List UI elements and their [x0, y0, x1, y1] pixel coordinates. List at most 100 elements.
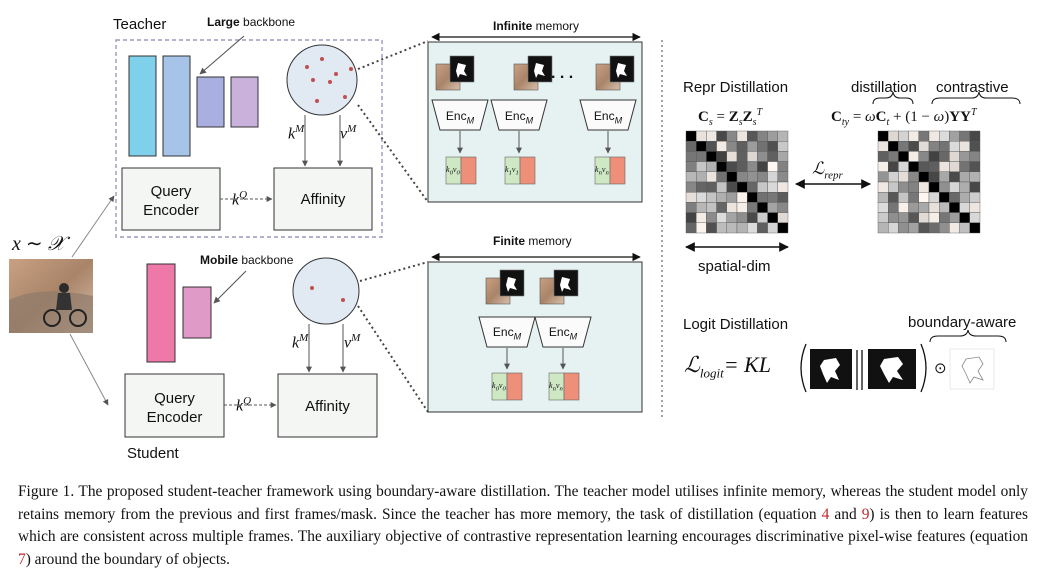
teacher-query-encoder-box: [121, 167, 221, 231]
matrix-cell: [747, 222, 758, 234]
matrix-cell: [918, 202, 930, 213]
matrix-cell: [777, 222, 789, 234]
matrix-cell: [695, 130, 707, 142]
matrix-cell: [949, 130, 960, 142]
caption-ref-eq4[interactable]: 4: [821, 505, 830, 523]
teacher-vm-label: vM: [340, 124, 356, 142]
matrix-cell: [959, 202, 970, 213]
finite-memory-frames: [485, 269, 579, 305]
matrix-cell: [757, 151, 768, 162]
matrix-cell: [706, 140, 717, 152]
matrix-cell: [918, 181, 930, 193]
matrix-cell: [908, 161, 920, 173]
repr-loss-sub: repr: [824, 169, 843, 182]
matrix-cell: [736, 171, 748, 183]
teacher-affinity-label: Affinity: [300, 191, 346, 208]
student-query-encoder-label: Query Encoder: [125, 389, 224, 427]
matrix-cell: [877, 212, 889, 223]
infinite-v-sub-2: 1: [515, 169, 519, 177]
infinite-v-sub-3: n: [605, 169, 609, 177]
matrix-cell: [726, 151, 738, 162]
matrix-cell: [959, 222, 970, 234]
matrix-cell: [928, 181, 940, 193]
mobile-backbone-label: Mobile backbone: [200, 254, 293, 266]
matrix-cell: [949, 222, 960, 234]
matrix-cell: [908, 181, 920, 193]
matrix-cell: [716, 140, 728, 152]
matrix-cell: [736, 212, 748, 223]
teacher-memory-points: [305, 57, 353, 103]
matrix-cell: [706, 181, 717, 193]
infinite-memory-rest: memory: [532, 19, 579, 33]
student-kq-label: kQ: [236, 396, 251, 414]
matrix-cell: [726, 222, 738, 234]
matrix-cell: [959, 161, 970, 173]
large-backbone-rest: backbone: [239, 15, 296, 29]
matrix-cell: [877, 192, 889, 203]
matrix-cell: [969, 171, 981, 183]
matrix-cell: [706, 192, 717, 203]
matrix-cell: [887, 181, 899, 193]
student-memory-circle: [292, 257, 360, 325]
finite-enc-1-sub: M: [513, 331, 522, 342]
matrix-cell: [887, 171, 899, 183]
infinite-kv-label-2: k1v1: [505, 165, 519, 177]
matrix-cell: [716, 202, 728, 213]
infinite-key-value-cells: [445, 156, 626, 185]
finite-enc-2-sub: M: [569, 331, 578, 342]
teacher-block-1: [128, 55, 157, 157]
caption-part-3: ) is then to learn features which are co…: [18, 505, 1029, 546]
matrix-cell: [928, 161, 940, 173]
infinite-enc-1-text: Enc: [445, 109, 467, 123]
contrastive-label: contrastive: [936, 79, 1009, 96]
matrix-cell: [949, 171, 960, 183]
matrix-cell: [726, 202, 738, 213]
teacher-km-label: kM: [288, 124, 304, 142]
student-block-1: [146, 263, 176, 363]
matrix-cell: [969, 212, 981, 223]
teacher-label: Teacher: [113, 16, 167, 33]
matrix-cell: [949, 202, 960, 213]
matrix-cell: [918, 130, 930, 142]
matrix-cell: [747, 192, 758, 203]
matrix-cell: [908, 140, 920, 152]
distillation-label: distillation: [851, 79, 917, 96]
teacher-memory-circle: [286, 44, 358, 116]
cty-formula: Cty = ωCt + (1 − ω)YYT: [831, 107, 977, 128]
repr-loss-label: ℒrepr: [812, 160, 843, 181]
matrix-cell: [695, 222, 707, 234]
mobile-backbone-bold: Mobile: [200, 253, 238, 267]
matrix-cell: [898, 212, 909, 223]
matrix-cell: [887, 140, 899, 152]
matrix-cell: [908, 130, 920, 142]
matrix-cell: [887, 161, 899, 173]
matrix-cell: [716, 222, 728, 234]
matrix-cell: [908, 222, 920, 234]
student-encoder-line: Encoder: [146, 409, 203, 426]
matrix-cell: [767, 171, 778, 183]
caption-ref-eq9[interactable]: 9: [861, 505, 870, 523]
logit-distillation-title: Logit Distillation: [683, 316, 789, 333]
teacher-vm-v: v: [340, 125, 348, 143]
boundary-aware-brace: [929, 329, 1007, 343]
matrix-cell: [767, 181, 778, 193]
matrix-cell: [757, 171, 768, 183]
infinite-enc-2: EncM: [491, 110, 547, 125]
infinite-ellipsis: . . .: [551, 65, 574, 82]
teacher-block-4: [230, 76, 259, 128]
finite-memory-bold: Finite: [493, 234, 525, 248]
matrix-cell: [716, 192, 728, 203]
teacher-encoder-line: Encoder: [143, 202, 199, 219]
student-km-k: k: [292, 334, 300, 352]
caption-ref-eq7[interactable]: 7: [18, 550, 26, 568]
matrix-cell: [706, 202, 717, 213]
matrix-cell: [685, 222, 697, 234]
teacher-affinity-box: [273, 167, 373, 231]
matrix-cell: [918, 161, 930, 173]
finite-kv-label-2: knvn: [549, 381, 563, 393]
matrix-cell: [747, 171, 758, 183]
matrix-cell: [706, 171, 717, 183]
infinite-enc-2-text: Enc: [504, 109, 526, 123]
matrix-cell: [726, 212, 738, 223]
matrix-cell: [959, 151, 970, 162]
